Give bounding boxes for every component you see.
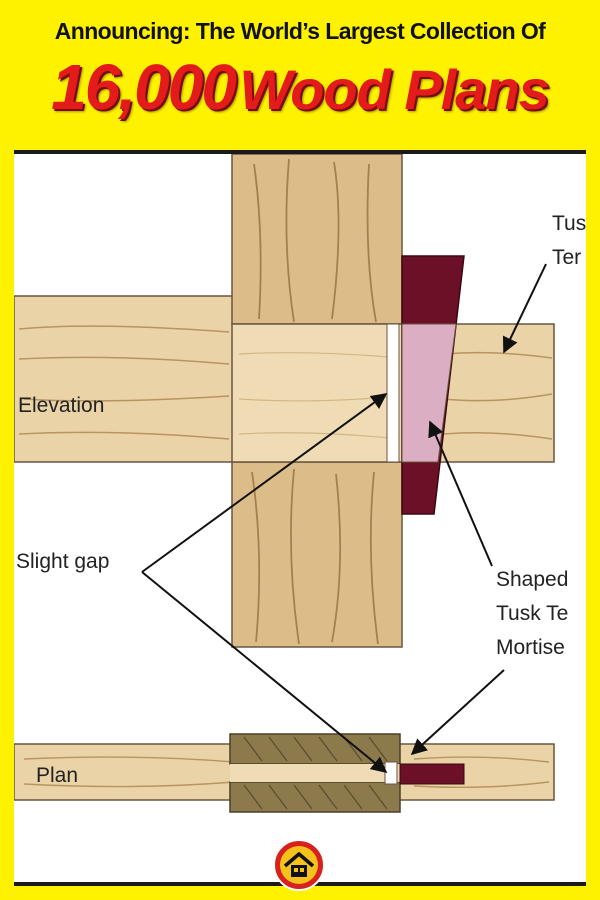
arrow-gap-elevation — [141, 393, 388, 573]
title-words: Wood Plans — [239, 58, 549, 121]
joint-illustration — [14, 154, 555, 813]
label-shaped-1: Shaped — [496, 568, 569, 591]
plan-gap — [384, 761, 398, 785]
arrow-tusk-tenon — [502, 263, 547, 354]
slight-gap-strip — [386, 323, 400, 463]
plan-wedge — [399, 763, 465, 785]
house-logo-icon[interactable] — [272, 838, 326, 892]
elevation-post-bottom — [231, 461, 403, 648]
label-tusk-tenon-2: Ter — [552, 246, 582, 269]
label-plan: Plan — [36, 764, 79, 787]
headline: Announcing: The World’s Largest Collecti… — [54, 18, 546, 44]
label-shaped-3: Mortise — [496, 636, 565, 659]
label-shaped-2: Tusk Te — [496, 602, 569, 625]
arrow-shaped-mortise — [428, 420, 493, 567]
house-icon — [273, 839, 325, 891]
arrow-mortise-plan — [410, 669, 505, 756]
label-elevation: Elevation — [18, 394, 105, 417]
plan-post-top — [229, 733, 401, 765]
main-title: 16,000 Wood Plans — [0, 50, 600, 124]
elevation-horizontal-beam — [14, 295, 235, 463]
elevation-post-top — [231, 154, 403, 325]
plan-post-bottom — [229, 781, 401, 813]
label-slight-gap: Slight gap — [16, 550, 110, 573]
illustration-panel: Elevation Slight gap Plan Tus Ter Shaped… — [14, 150, 586, 886]
label-tusk-tenon-1: Tus — [552, 212, 586, 235]
tenon-through-post — [231, 323, 403, 463]
title-number: 16,000 — [51, 51, 237, 123]
plan-tenon — [230, 764, 400, 782]
arrow-gap-plan — [141, 571, 388, 774]
